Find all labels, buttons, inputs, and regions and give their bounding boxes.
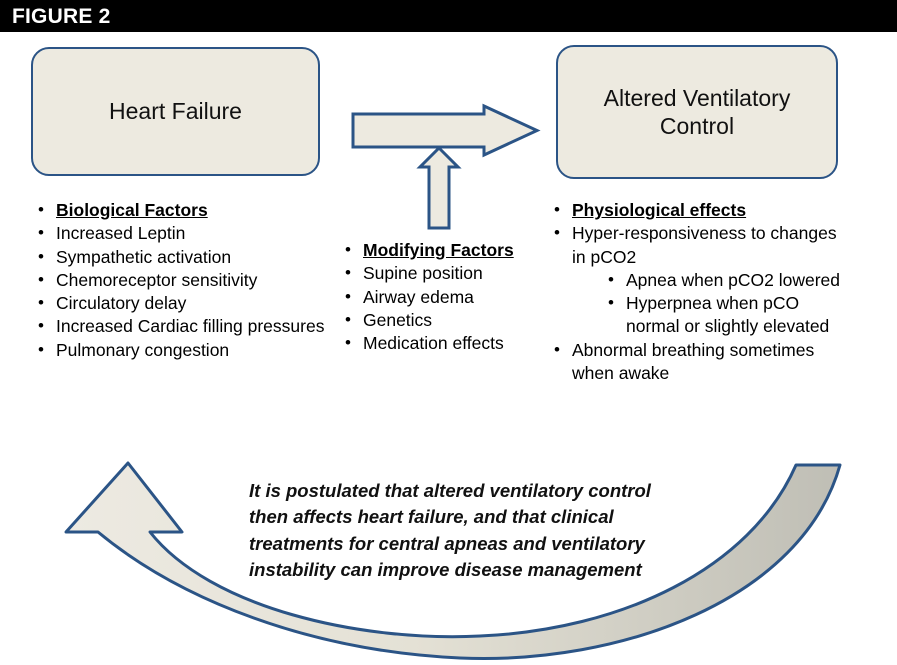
figure-title: FIGURE 2	[12, 5, 111, 28]
bullet-icon: •	[345, 309, 351, 329]
bullet-icon: •	[345, 240, 351, 259]
list-item: • Apnea when pCO2 lowered	[554, 269, 854, 292]
bullet-icon: •	[554, 223, 560, 243]
list-item-label: Supine position	[363, 263, 483, 284]
caption-line: then affects heart failure, and that cli…	[249, 506, 614, 528]
box-heart-failure: Heart Failure	[31, 47, 320, 176]
feedback-caption: It is postulated that altered ventilator…	[249, 478, 679, 583]
list-item-label: Circulatory delay	[56, 293, 187, 314]
box-altered-ventilatory-control: Altered Ventilatory Control	[556, 45, 838, 179]
bullet-icon: •	[38, 246, 44, 266]
arrow-right-icon	[351, 103, 541, 158]
box-heart-failure-label: Heart Failure	[109, 98, 242, 125]
list-item: • Supine position	[345, 262, 550, 285]
list-item: • Circulatory delay	[38, 292, 326, 315]
list-item: • Airway edema	[345, 286, 550, 309]
list-item-label: Apnea when pCO2 lowered	[626, 269, 841, 290]
bullet-icon: •	[345, 333, 351, 353]
list-item-label: Physiological effects	[572, 200, 747, 220]
bullet-icon: •	[38, 269, 44, 289]
list-item-label: Chemoreceptor sensitivity	[56, 269, 258, 290]
bullet-icon: •	[345, 263, 351, 283]
bullet-icon: •	[38, 339, 44, 359]
list-item-label: Pulmonary congestion	[56, 339, 230, 360]
caption-line: It is postulated that altered ventilator…	[249, 480, 651, 501]
bullet-icon: •	[38, 223, 44, 243]
list-item: • Pulmonary congestion	[38, 339, 326, 362]
list-item: • Hyper-responsiveness to changes in pCO…	[554, 222, 854, 269]
feedback-curved-arrow-icon	[64, 461, 842, 661]
list-item-label: Airway edema	[363, 286, 474, 307]
box-altered-ventilatory-control-label: Altered Ventilatory Control	[603, 84, 791, 139]
bullet-icon: •	[345, 286, 351, 306]
list-item: • Increased Cardiac filling pressures	[38, 315, 326, 338]
bullet-icon: •	[38, 200, 44, 219]
list-item-label: Medication effects	[363, 333, 504, 354]
list-item: • Chemoreceptor sensitivity	[38, 269, 326, 292]
list-modifying-factors: • Modifying Factors • Supine position • …	[345, 239, 550, 355]
list-item: • Genetics	[345, 309, 550, 332]
list-item-label: Hyperpnea when pCO normal or slightly el…	[626, 293, 830, 337]
figure-header-bar: FIGURE 2	[0, 0, 897, 32]
list-item: • Hyperpnea when pCO normal or slightly …	[554, 292, 854, 339]
list-item: • Increased Leptin	[38, 222, 326, 245]
list-item-label: Hyper-responsiveness to changes in pCO2	[572, 223, 837, 267]
caption-line: instability can improve disease manageme…	[249, 558, 642, 580]
list-item: • Biological Factors	[38, 199, 326, 222]
list-item: • Sympathetic activation	[38, 246, 326, 269]
list-physiological-effects: • Physiological effects • Hyper-responsi…	[554, 199, 854, 385]
list-item-label: Sympathetic activation	[56, 246, 232, 267]
list-item-label: Increased Leptin	[56, 223, 186, 244]
bullet-icon: •	[38, 316, 44, 336]
list-item: • Abnormal breathing sometimes when awak…	[554, 339, 854, 386]
list-biological-factors: • Biological Factors • Increased Leptin …	[38, 199, 326, 362]
list-item: • Medication effects	[345, 332, 550, 355]
list-item-label: Genetics	[363, 309, 433, 330]
bullet-icon: •	[38, 293, 44, 313]
list-item-label: Biological Factors	[56, 200, 208, 220]
list-item-label: Modifying Factors	[363, 240, 514, 260]
list-item-label: Abnormal breathing sometimes when awake	[572, 339, 815, 383]
list-item: • Physiological effects	[554, 199, 854, 222]
bullet-icon: •	[554, 339, 560, 359]
bullet-icon: •	[608, 269, 614, 289]
bullet-icon: •	[554, 200, 560, 219]
list-item-label: Increased Cardiac filling pressures	[56, 316, 325, 337]
arrow-up-icon	[416, 145, 462, 230]
bullet-icon: •	[608, 293, 614, 313]
caption-line: treatments for central apneas and ventil…	[249, 532, 645, 554]
list-item: • Modifying Factors	[345, 239, 550, 262]
